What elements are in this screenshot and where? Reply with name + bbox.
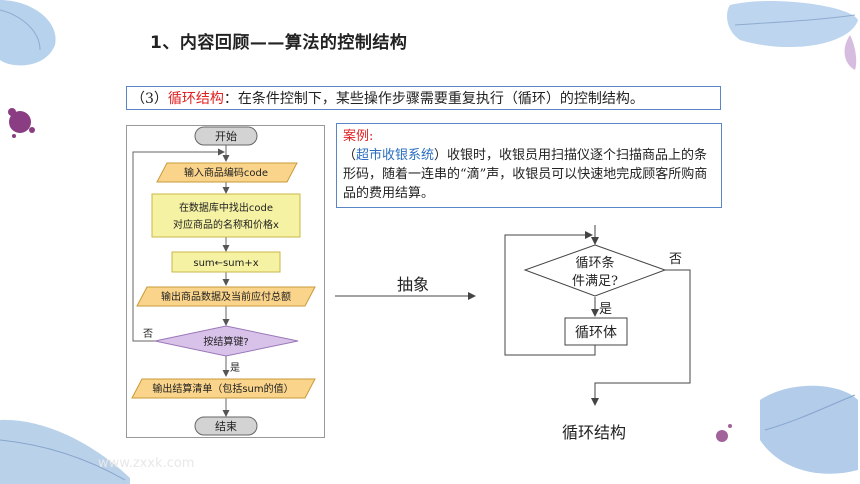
feather-top-left [0, 0, 56, 66]
lookup-process [151, 193, 301, 238]
output-final-parallelogram [131, 378, 316, 399]
loop-body-box [564, 317, 628, 346]
page-title: 1、内容回顾——算法的控制结构 [150, 33, 408, 53]
decision-yes-label: 是 [230, 362, 240, 374]
lookup-text-line1: 在数据库中找出code [179, 201, 273, 214]
checkout-decision [154, 325, 299, 357]
end-text: 结束 [215, 420, 237, 433]
output-final-text: 输出结算清单（包括sum的值） [152, 382, 293, 395]
loop-condition-diamond [523, 244, 667, 297]
case-heading: 案例: [343, 129, 374, 144]
loop-body-text: 循环体 [575, 325, 617, 341]
case-body: （超市收银系统）收银时，收银员用扫描仪逐个扫描商品上的条形码，随着一连串的“滴”… [343, 146, 715, 203]
end-terminator [194, 416, 258, 436]
accumulate-process [171, 251, 281, 273]
loop-structure-caption: 循环结构 [562, 423, 627, 442]
definition-box: （3）循环结构：在条件控制下，某些操作步骤需要重复执行（循环）的控制结构。 [126, 86, 721, 110]
definition-prefix: （3） [131, 91, 168, 107]
feather-bottom-right [716, 385, 858, 474]
input-parallelogram [156, 162, 298, 183]
case-open-paren: （ [343, 148, 357, 163]
ink-splash-left [8, 108, 35, 138]
watermark: www.zxxk.com [98, 456, 195, 471]
case-body-text: ）收银时，收银员用扫描仪逐个扫描商品上的条形码，随着一连串的“滴”声，收银员可以… [343, 148, 708, 201]
loop-yes-label: 是 [599, 302, 612, 317]
start-text: 开始 [215, 129, 237, 143]
case-box: 案例: （超市收银系统）收银时，收银员用扫描仪逐个扫描商品上的条形码，随着一连串… [336, 123, 722, 208]
loop-condition-line2: 件满足? [572, 274, 618, 289]
start-terminator [194, 126, 258, 146]
output-item-parallelogram [136, 286, 316, 307]
loop-condition-line1: 循环条 [575, 255, 614, 271]
input-text: 输入商品编码code [184, 166, 268, 179]
loop-no-label: 否 [669, 252, 682, 267]
feather-bottom-left [0, 419, 130, 484]
lookup-text-line2: 对应商品的名称和价格x [173, 218, 279, 231]
definition-term: 循环结构 [167, 91, 224, 107]
accumulate-text: sum←sum+x [193, 258, 258, 269]
decision-no-label: 否 [143, 328, 153, 340]
case-system-name: 超市收银系统 [356, 148, 435, 163]
output-item-text: 输出商品数据及当前应付总额 [161, 290, 291, 303]
decision-text: 按结算键? [203, 335, 248, 348]
definition-text: ：在条件控制下，某些操作步骤需要重复执行（循环）的控制结构。 [223, 91, 644, 107]
abstract-label: 抽象 [397, 275, 430, 294]
feather-top-right [727, 0, 858, 70]
